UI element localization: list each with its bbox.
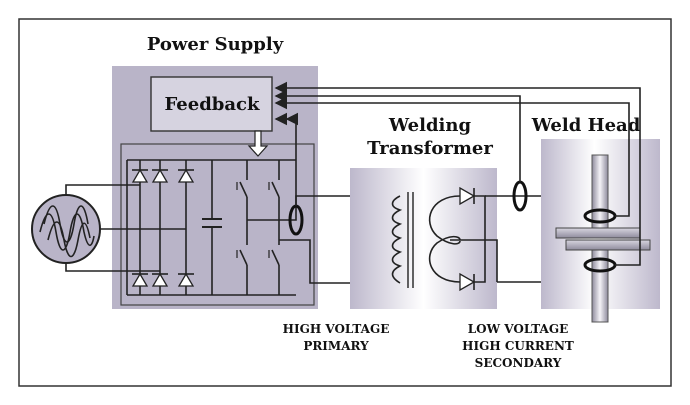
- secondary-center-tap: [450, 239, 498, 282]
- secondary-common: [474, 195, 486, 283]
- diode-icon: [151, 168, 169, 183]
- weld-head-label: Weld Head: [531, 115, 641, 136]
- ac-source-icon: [31, 194, 101, 264]
- ac-wire-top: [65, 184, 140, 195]
- primary-label-line1: HIGH VOLTAGE: [283, 322, 390, 336]
- secondary-loop-bottom: [428, 235, 461, 283]
- workpiece-bottom: [565, 239, 651, 251]
- primary-sense-line: [285, 112, 299, 206]
- feedback-box: [150, 76, 273, 132]
- secondary-loop-top: [428, 195, 461, 245]
- feedback-control-arrow: [247, 130, 269, 157]
- secondary-label-line1: LOW VOLTAGE: [468, 322, 569, 336]
- switch-icon: [271, 181, 280, 198]
- diode-icon: [177, 168, 195, 183]
- diode-icon: [131, 272, 149, 287]
- secondary-label-line2: HIGH CURRENT: [462, 339, 574, 353]
- transformer-label-line1: Welding: [388, 115, 472, 136]
- coil-icon: [391, 195, 403, 284]
- diode-icon: [151, 272, 169, 287]
- capacitor-icon: [202, 160, 222, 295]
- switch-icon: [239, 249, 248, 266]
- switch-gate-marks: [236, 182, 270, 258]
- secondary-sense-line: [274, 89, 521, 182]
- primary-wire-top: [247, 195, 400, 221]
- workpiece-top: [555, 227, 641, 239]
- transformer-core: [407, 192, 414, 288]
- primary-label-line2: PRIMARY: [303, 339, 369, 353]
- ac-wire-bottom: [65, 263, 160, 272]
- diode-icon: [131, 168, 149, 183]
- transformer-label-line2: Transformer: [367, 138, 493, 159]
- feedback-label: Feedback: [165, 94, 260, 115]
- weld-head-sense-line-upper: [287, 102, 630, 217]
- diode-icon: [177, 272, 195, 287]
- transformer-block: [350, 168, 497, 309]
- switch-icon: [271, 249, 280, 266]
- weld-head-sense-line-lower: [287, 87, 641, 266]
- switch-icon: [239, 181, 248, 198]
- power-supply-label: Power Supply: [147, 34, 284, 55]
- outer-frame: [18, 18, 672, 387]
- inverter-box: [120, 143, 315, 306]
- secondary-label-line3: SECONDARY: [475, 356, 562, 370]
